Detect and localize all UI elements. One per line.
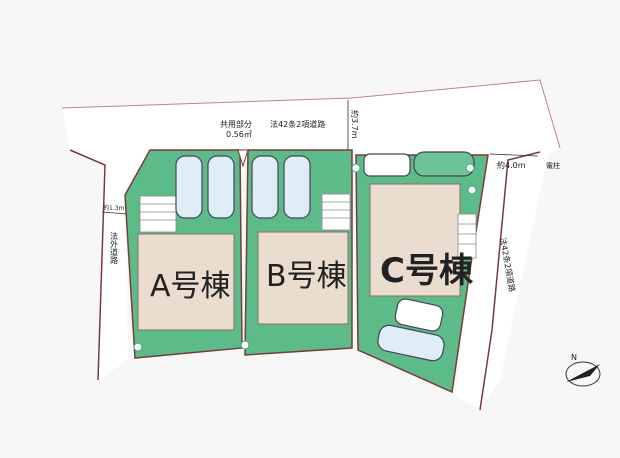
left-road-label: 法外道路 [110, 231, 119, 264]
road-area [62, 80, 560, 410]
house-c [369, 183, 461, 297]
lot-b-label: B号棟 [266, 259, 347, 294]
top-road-label: 法42条2項道路 [270, 119, 325, 129]
entrance-steps [139, 193, 477, 259]
house-a [137, 233, 235, 331]
car-icon [363, 153, 411, 177]
compass-icon: N [565, 353, 601, 387]
lot-c-label: C号棟 [380, 251, 474, 291]
utility-pole-label: 電柱 [546, 161, 560, 170]
parking-cars [175, 151, 475, 362]
dimension-left [101, 211, 128, 215]
compass-north-label: N [571, 353, 577, 362]
shrubs [133, 163, 477, 352]
lot-a-label: A号棟 [150, 269, 231, 304]
car-icon [207, 155, 235, 219]
road-edge-left [69, 149, 106, 381]
car-icon [413, 151, 475, 177]
car-icon [175, 155, 203, 219]
car-icon [377, 324, 445, 362]
house-b [257, 231, 349, 325]
right-road-width: 約4.0m [497, 160, 526, 170]
car-icon [283, 155, 311, 219]
dimension-right [489, 153, 539, 157]
road-edge-right [479, 151, 541, 411]
left-road-width: 約1.3m [103, 204, 125, 212]
shared-part-area: 0.56㎡ [226, 130, 252, 139]
top-road-width: 約3.7m [350, 110, 360, 139]
road-edge-top [61, 79, 561, 149]
car-icon [251, 155, 279, 219]
shared-part-label: 共用部分 [220, 119, 252, 129]
shared-part-marker [237, 149, 249, 168]
car-icon [394, 298, 444, 332]
